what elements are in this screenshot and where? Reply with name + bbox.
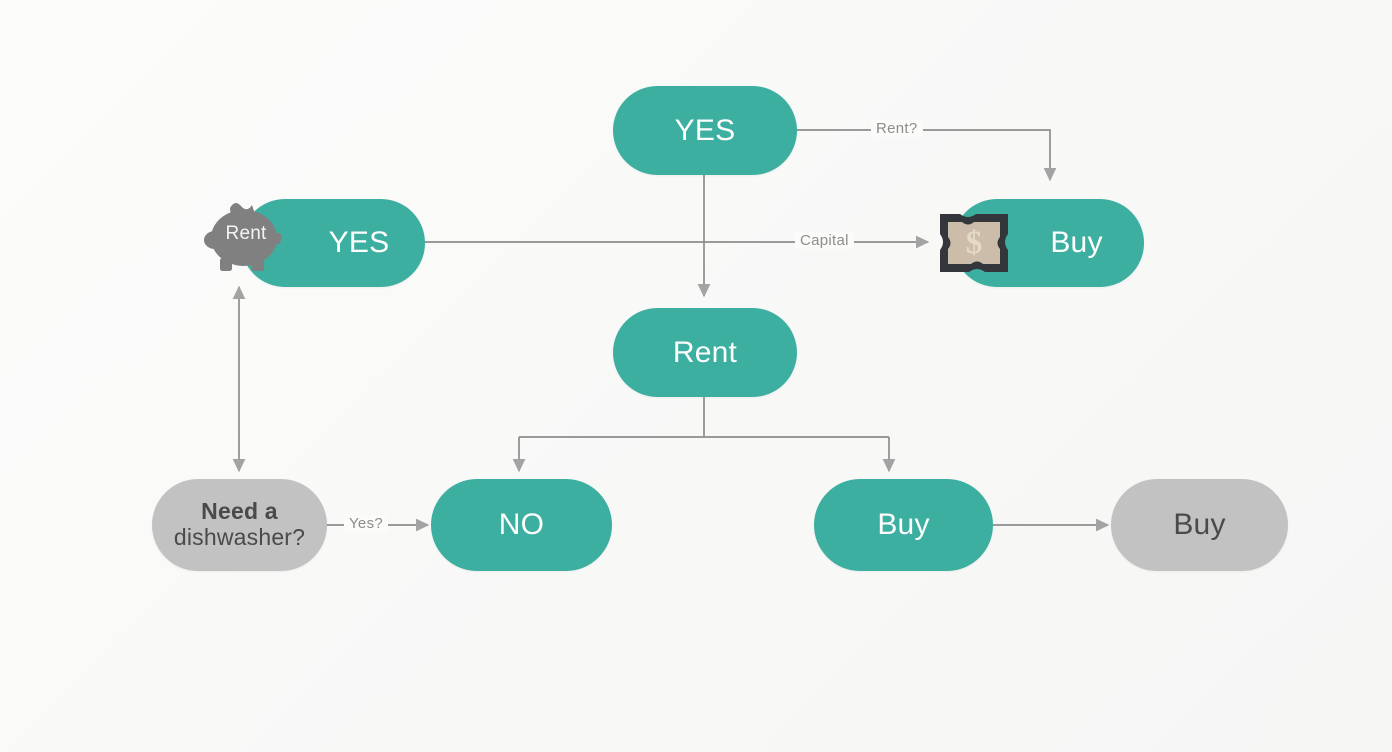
node-top-yes[interactable]: YES: [613, 86, 797, 175]
node-bottom-no-label: NO: [498, 508, 545, 542]
node-need-dishwasher-label: Need a dishwasher?: [173, 498, 306, 551]
banknote-dollar-icon: $: [935, 208, 1013, 278]
edge-label-yes-question: Yes?: [344, 515, 389, 532]
node-bottom-buy-teal-label: Buy: [877, 508, 930, 542]
node-need-dishwasher[interactable]: Need a dishwasher?: [152, 479, 327, 571]
node-right-buy-label: Buy: [1050, 226, 1103, 260]
node-bottom-buy-gray-label: Buy: [1173, 508, 1226, 542]
node-need-dishwasher-line1: Need a: [201, 498, 278, 525]
node-left-yes[interactable]: YES: [241, 199, 425, 287]
node-center-rent[interactable]: Rent: [613, 308, 797, 397]
edge-label-capital: Capital: [795, 232, 854, 249]
edge-top-yes-to-buy: [797, 129, 1057, 182]
node-left-yes-label: YES: [328, 226, 390, 260]
node-top-yes-label: YES: [674, 113, 736, 147]
node-center-rent-label: Rent: [672, 335, 738, 369]
node-need-dishwasher-line2: dishwasher?: [173, 524, 306, 550]
edge-label-rent-question: Rent?: [871, 120, 923, 137]
node-bottom-buy-gray[interactable]: Buy: [1111, 479, 1288, 571]
piggy-bank-icon: Rent: [200, 192, 292, 280]
node-bottom-buy-teal[interactable]: Buy: [814, 479, 993, 571]
svg-text:$: $: [966, 225, 983, 261]
node-right-buy[interactable]: Buy: [953, 199, 1144, 287]
node-bottom-no[interactable]: NO: [431, 479, 612, 571]
